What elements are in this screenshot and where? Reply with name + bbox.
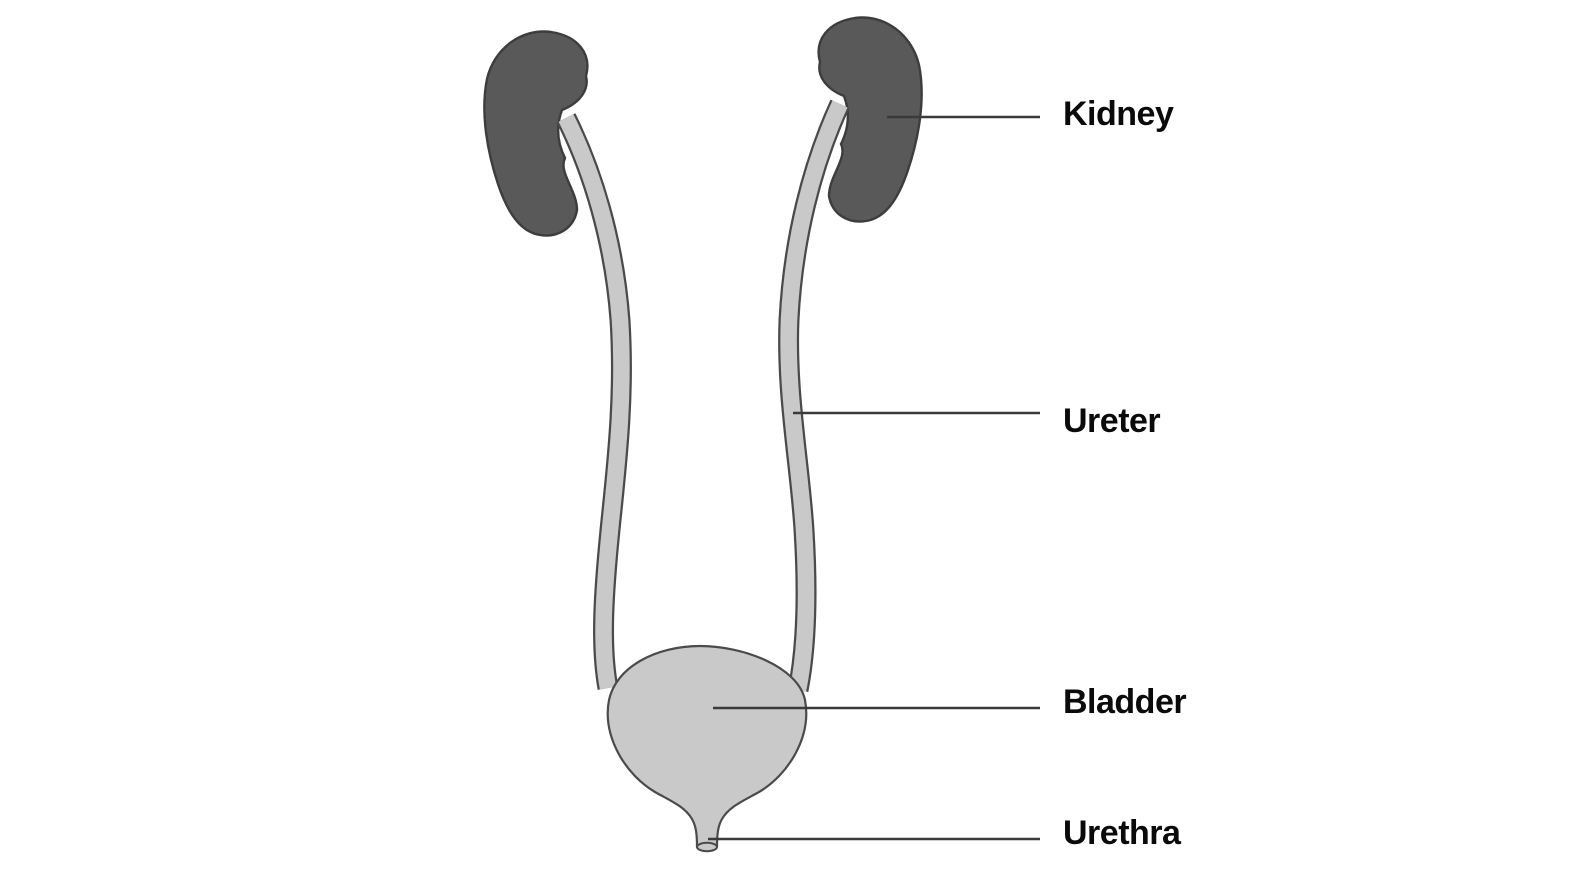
bladder-shape <box>606 644 808 849</box>
left-ureter-tube <box>558 114 630 690</box>
right-ureter-tube <box>780 100 848 692</box>
kidney-label: Kidney <box>1063 95 1174 133</box>
right-kidney-shape <box>817 16 923 223</box>
urethra-opening <box>696 841 718 853</box>
ureter-label: Ureter <box>1063 402 1161 440</box>
urethra-label: Urethra <box>1063 814 1181 852</box>
bladder-label: Bladder <box>1063 683 1187 721</box>
left-kidney-shape <box>483 30 589 237</box>
